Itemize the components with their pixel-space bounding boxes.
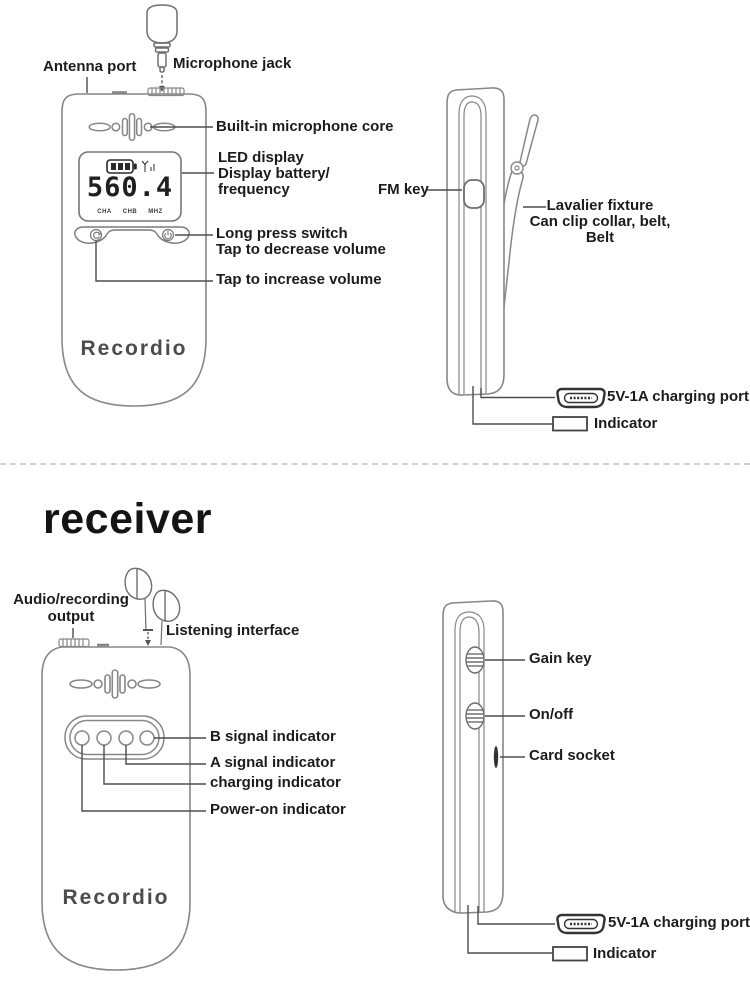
transmitter-brand: Recordio bbox=[80, 337, 188, 360]
charging-led bbox=[96, 730, 112, 746]
label-fm-key: FM key bbox=[378, 181, 429, 198]
leader-lines-transmitter-side bbox=[426, 189, 555, 425]
leader-lines-receiver-side bbox=[467, 659, 555, 954]
leader-lines-transmitter-front bbox=[86, 77, 214, 282]
label-audio-output-line1: Audio/recording bbox=[13, 591, 129, 608]
channel-a-label: CHA bbox=[97, 209, 112, 215]
on-off-switch bbox=[465, 702, 485, 730]
label-lavalier-line2: Can clip collar, belt, bbox=[529, 213, 671, 230]
fm-key-button bbox=[463, 179, 485, 209]
label-built-in-mic: Built-in microphone core bbox=[216, 118, 394, 135]
label-on-off: On/off bbox=[529, 706, 574, 723]
label-rx-indicator: Indicator bbox=[593, 945, 657, 962]
label-audio-output: Audio/recording output bbox=[8, 591, 134, 625]
signal-indicator-panel bbox=[64, 715, 165, 760]
a-signal-led bbox=[118, 730, 134, 746]
label-b-signal: B signal indicator bbox=[210, 728, 336, 745]
label-lavalier: Lavalier fixture Can clip collar, belt, … bbox=[490, 198, 710, 246]
label-card-socket: Card socket bbox=[529, 747, 615, 764]
label-long-press-line2: Tap to decrease volume bbox=[216, 241, 386, 258]
transmitter-side-outline bbox=[446, 87, 505, 396]
loop-arrow-icon bbox=[93, 231, 101, 239]
gain-key-switch bbox=[465, 646, 485, 674]
transmitter-front-outline bbox=[61, 91, 207, 407]
clip-pivot-icon bbox=[510, 161, 524, 175]
receiver-grille-icon bbox=[69, 669, 161, 699]
indicator-led-icon bbox=[552, 946, 588, 962]
leader-lines-receiver-front bbox=[72, 628, 206, 812]
label-lavalier-line3: Belt bbox=[585, 229, 615, 246]
earbud-plug-arrow-icon bbox=[143, 629, 153, 646]
label-led-display: LED display Display battery/ frequency bbox=[218, 150, 330, 198]
indicator-led-icon bbox=[552, 416, 588, 432]
label-microphone-jack: Microphone jack bbox=[173, 55, 292, 72]
power-on-led bbox=[74, 730, 90, 746]
label-led-display-line3: frequency bbox=[218, 181, 290, 198]
frequency-readout: 560.4 bbox=[86, 172, 174, 203]
mic-jack-socket-icon bbox=[147, 87, 185, 97]
lavalier-microphone-icon bbox=[146, 4, 178, 73]
label-power-on: Power-on indicator bbox=[210, 801, 346, 818]
label-charging-indicator: charging indicator bbox=[210, 774, 341, 791]
label-led-display-line1: LED display bbox=[218, 149, 304, 166]
channel-b-label: CHB bbox=[122, 209, 138, 215]
label-antenna-port: Antenna port bbox=[43, 58, 137, 75]
label-increase-volume: Tap to increase volume bbox=[216, 271, 382, 288]
label-gain-key: Gain key bbox=[529, 650, 592, 667]
receiver-brand: Recordio bbox=[62, 886, 170, 909]
label-rx-charging-port: 5V-1A charging port bbox=[608, 914, 750, 931]
label-long-press: Long press switch Tap to decrease volume bbox=[216, 226, 386, 258]
volume-button-bar bbox=[74, 226, 190, 244]
micro-usb-icon bbox=[556, 387, 606, 409]
audio-output-socket-icon bbox=[58, 638, 90, 648]
b-signal-led bbox=[139, 730, 155, 746]
power-button bbox=[161, 228, 175, 242]
led-display-panel bbox=[78, 151, 182, 222]
battery-icon bbox=[106, 159, 137, 174]
volume-down-button bbox=[89, 228, 103, 242]
label-audio-output-line2: output bbox=[47, 608, 95, 625]
label-led-display-line2: Display battery/ bbox=[218, 165, 330, 182]
receiver-heading: receiver bbox=[43, 495, 212, 543]
card-socket-slot bbox=[493, 746, 499, 768]
receiver-front-outline bbox=[41, 643, 191, 971]
receiver-side-outline bbox=[442, 600, 504, 914]
antenna-signal-icon bbox=[141, 160, 155, 172]
label-long-press-line1: Long press switch bbox=[216, 225, 348, 242]
channel-readout: CHA CHB MHZ bbox=[80, 209, 180, 215]
label-listening-interface: Listening interface bbox=[166, 622, 300, 639]
label-tx-charging-port: 5V-1A charging port bbox=[607, 388, 749, 405]
label-tx-indicator: Indicator bbox=[594, 415, 658, 432]
earbuds-icon bbox=[124, 567, 181, 646]
label-lavalier-line1: Lavalier fixture bbox=[546, 197, 654, 214]
label-a-signal: A signal indicator bbox=[210, 754, 336, 771]
micro-usb-icon bbox=[556, 913, 606, 935]
section-divider bbox=[0, 463, 750, 465]
mhz-label: MHZ bbox=[148, 209, 163, 215]
power-icon bbox=[164, 230, 172, 240]
